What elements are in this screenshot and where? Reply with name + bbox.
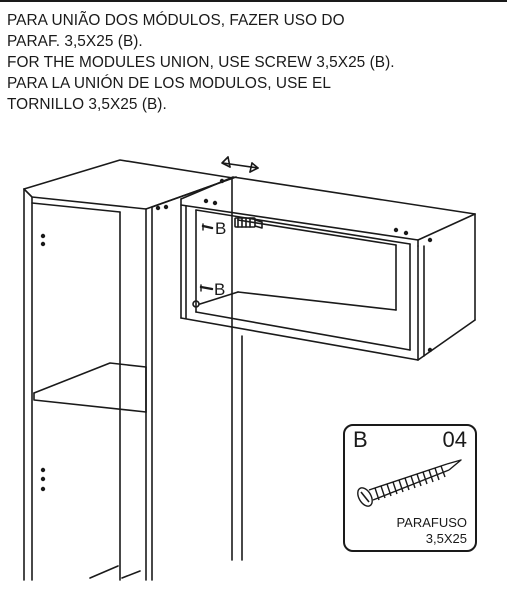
- part-name: PARAFUSO: [396, 515, 467, 530]
- part-size: 3,5X25: [425, 531, 467, 546]
- top-rule: [0, 0, 507, 2]
- instruction-english: FOR THE MODULES UNION, USE SCREW 3,5X25 …: [7, 54, 395, 71]
- part-b-box: B 04 PARAFUSO 3,5X25: [343, 424, 477, 552]
- tall-cabinet: [23, 159, 243, 581]
- callout-b-upper: B: [215, 219, 226, 238]
- hinge-detail: [234, 217, 263, 229]
- screw-marker-icon: [199, 223, 214, 292]
- wall-cabinet: [180, 176, 476, 361]
- part-letter: B: [353, 427, 368, 452]
- instructions-text: PARA UNIÃO DOS MÓDULOS, FAZER USO DO PAR…: [7, 10, 502, 115]
- screw-icon: [357, 459, 462, 507]
- instruction-portuguese: PARA UNIÃO DOS MÓDULOS, FAZER USO DO PAR…: [7, 12, 345, 50]
- callout-b-lower: B: [214, 280, 225, 299]
- part-quantity: 04: [442, 427, 467, 452]
- double-arrow-icon: [221, 156, 259, 173]
- instruction-spanish: PARA LA UNIÓN DE LOS MODULOS, USE EL TOR…: [7, 75, 331, 113]
